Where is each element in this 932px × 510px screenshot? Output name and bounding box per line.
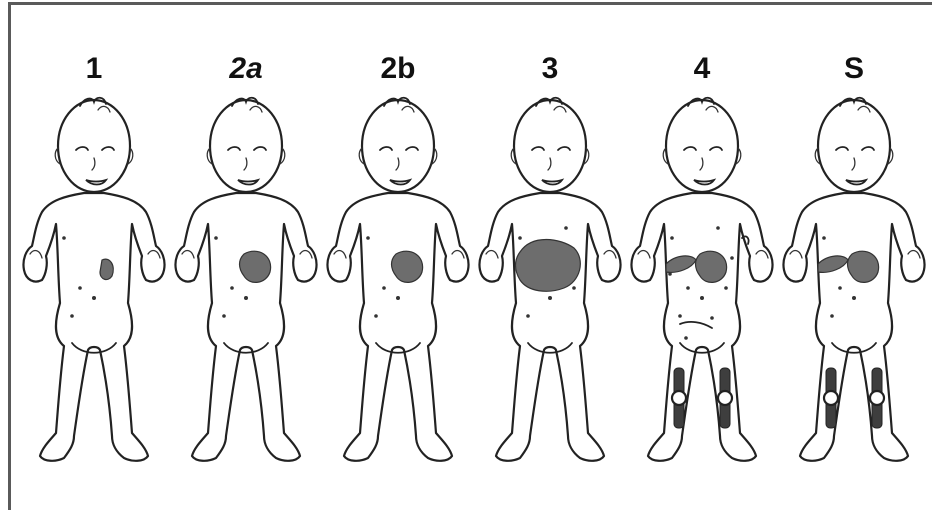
lesion-dot xyxy=(822,236,826,240)
body-outline xyxy=(479,193,620,461)
adrenal-tumor xyxy=(516,240,581,292)
stage-panel-2a: 2a xyxy=(166,0,326,510)
body-outline xyxy=(23,193,164,461)
lesion-dot xyxy=(518,236,522,240)
head-outline xyxy=(58,100,130,192)
navel xyxy=(548,296,552,300)
stage-panel-2b: 2b xyxy=(318,0,478,510)
lesion-dot xyxy=(564,226,568,230)
lesion-dot xyxy=(366,236,370,240)
lesion-dot xyxy=(62,236,66,240)
body-outline xyxy=(631,193,772,461)
lesion-dot xyxy=(572,286,576,290)
stage-label: 2a xyxy=(166,52,326,86)
lesion-dot xyxy=(730,256,734,260)
lesion-dot xyxy=(830,314,834,318)
stage-label: 3 xyxy=(470,52,630,86)
body-outline xyxy=(175,193,316,461)
baby-figure xyxy=(318,88,478,488)
lesion-dot xyxy=(678,314,682,318)
head-outline xyxy=(210,100,282,192)
lesion-dot xyxy=(684,336,688,340)
lesion-dot xyxy=(222,314,226,318)
stage-label: S xyxy=(774,52,932,86)
adrenal-tumor xyxy=(100,259,113,279)
lesion-dot xyxy=(382,286,386,290)
right-knee-lesion xyxy=(870,391,884,405)
lesion-dot xyxy=(78,286,82,290)
head-outline xyxy=(666,100,738,192)
navel xyxy=(92,296,96,300)
stage-label: 2b xyxy=(318,52,478,86)
left-knee-lesion xyxy=(672,391,686,405)
stage-label: 4 xyxy=(622,52,782,86)
lesion-dot xyxy=(838,286,842,290)
lesion-dot xyxy=(724,286,728,290)
frame-border-left xyxy=(8,2,11,510)
head-outline xyxy=(514,100,586,192)
navel xyxy=(700,296,704,300)
right-knee-lesion xyxy=(718,391,732,405)
left-knee-lesion xyxy=(824,391,838,405)
lesion-dot xyxy=(214,236,218,240)
head-outline xyxy=(818,100,890,192)
body-outline xyxy=(783,193,924,461)
stage-panel-3: 3 xyxy=(470,0,630,510)
lesion-dot xyxy=(526,314,530,318)
lesion-dot xyxy=(686,286,690,290)
body-outline xyxy=(327,193,468,461)
baby-figure xyxy=(622,88,782,488)
stage-panel-4: 4 xyxy=(622,0,782,510)
lesion-dot xyxy=(670,236,674,240)
lesion-dot xyxy=(374,314,378,318)
lesion-dot xyxy=(230,286,234,290)
stage-label: 1 xyxy=(14,52,174,86)
baby-figure xyxy=(470,88,630,488)
lesion-dot xyxy=(716,226,720,230)
baby-figure xyxy=(166,88,326,488)
stage-panel-1: 1 xyxy=(14,0,174,510)
lesion-dot xyxy=(710,316,714,320)
baby-figure xyxy=(14,88,174,488)
navel xyxy=(244,296,248,300)
navel xyxy=(852,296,856,300)
baby-figure xyxy=(774,88,932,488)
head-outline xyxy=(362,100,434,192)
stage-panel-s: S xyxy=(774,0,932,510)
navel xyxy=(396,296,400,300)
lesion-dot xyxy=(70,314,74,318)
